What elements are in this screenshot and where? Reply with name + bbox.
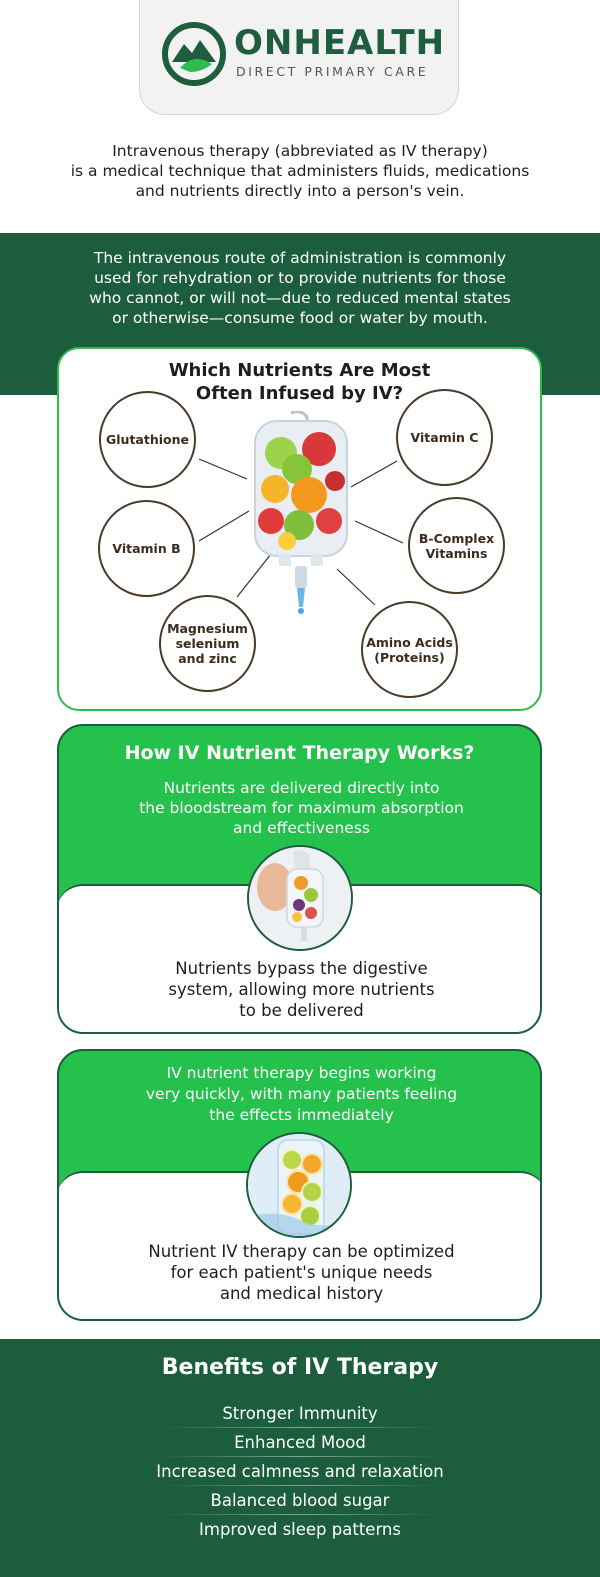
nutrient-label: selenium <box>175 636 240 651</box>
benefit-label: Improved sleep patterns <box>199 1520 401 1539</box>
nutrient-vitamin-c: Vitamin C <box>396 389 493 486</box>
intro-line: is a medical technique that administers … <box>70 162 530 180</box>
nutrients-title-line: Which Nutrients Are Most <box>168 360 431 381</box>
nutrient-label: Magnesium <box>167 621 248 636</box>
nutrient-magnesium: Magnesium selenium and zinc <box>159 595 256 692</box>
how-line: Nutrients are delivered directly into <box>163 779 440 797</box>
how-it-works-card: How IV Nutrient Therapy Works? Nutrients… <box>57 724 542 1034</box>
iv-bag-with-fruit-icon <box>254 411 348 614</box>
quick-line: the effects immediately <box>209 1106 394 1124</box>
logo-card: ONHEALTH DIRECT PRIMARY CARE <box>139 0 459 115</box>
benefit-item: Improved sleep patterns <box>0 1517 600 1546</box>
nutrients-title-line: Often Infused by IV? <box>195 383 404 404</box>
benefit-divider <box>160 1456 440 1457</box>
intro-text: Intravenous therapy (abbreviated as IV t… <box>40 141 560 201</box>
band-line: who cannot, or will not—due to reduced m… <box>89 289 511 307</box>
quick-bottom-line: for each patient's unique needs <box>170 1263 433 1282</box>
nutrient-glutathione: Glutathione <box>99 391 196 488</box>
band-text: The intravenous route of administration … <box>50 248 550 328</box>
nutrient-label: Vitamin C <box>410 430 479 445</box>
intro-line: Intravenous therapy (abbreviated as IV t… <box>112 142 488 160</box>
band-line: The intravenous route of administration … <box>93 249 507 267</box>
nutrient-b-complex: B-Complex Vitamins <box>408 497 505 594</box>
benefit-divider <box>160 1514 440 1515</box>
how-bottom-text: Nutrients bypass the digestive system, a… <box>79 958 524 1021</box>
how-bottom-line: Nutrients bypass the digestive <box>175 959 428 978</box>
gloved-hand-holding-iv-bag-icon <box>249 847 351 949</box>
nutrient-label: (Proteins) <box>374 649 445 665</box>
benefits-title: Benefits of IV Therapy <box>161 1355 439 1380</box>
nutrient-label: and zinc <box>178 651 237 666</box>
benefit-label: Increased calmness and relaxation <box>156 1462 444 1481</box>
band-line: or otherwise—consume food or water by mo… <box>112 309 488 327</box>
benefit-label: Stronger Immunity <box>222 1404 378 1423</box>
how-title: How IV Nutrient Therapy Works? <box>124 742 475 764</box>
quick-line: very quickly, with many patients feeling <box>145 1085 458 1103</box>
quick-bottom-line: and medical history <box>219 1284 384 1303</box>
connector-lines <box>198 458 404 606</box>
nutrient-label: B-Complex <box>418 530 495 546</box>
benefit-item: Enhanced Mood <box>0 1430 600 1459</box>
nutrient-vitamin-b: Vitamin B <box>98 500 195 597</box>
benefit-item: Increased calmness and relaxation <box>0 1459 600 1488</box>
nutrients-card: Which Nutrients Are Most Often Infused b… <box>57 347 542 711</box>
benefits-section: Benefits of IV Therapy Stronger Immunity… <box>0 1339 600 1577</box>
intro-line: and nutrients directly into a person's v… <box>135 182 465 200</box>
nutrient-label: Vitamins <box>425 545 488 561</box>
benefit-divider <box>160 1485 440 1486</box>
how-line: and effectiveness <box>233 819 370 837</box>
nutrients-title: Which Nutrients Are Most Often Infused b… <box>59 359 540 405</box>
onhealth-logo-icon <box>162 22 226 86</box>
benefit-item: Stronger Immunity <box>0 1401 600 1430</box>
benefits-list: Stronger Immunity Enhanced Mood Increase… <box>0 1401 600 1546</box>
benefit-divider <box>160 1427 440 1428</box>
how-bottom-line: system, allowing more nutrients <box>168 980 435 999</box>
quick-text: IV nutrient therapy begins working very … <box>79 1063 524 1126</box>
benefit-item: Balanced blood sugar <box>0 1488 600 1517</box>
quick-photo <box>246 1132 352 1238</box>
how-line: the bloodstream for maximum absorption <box>139 799 464 817</box>
quick-bottom-text: Nutrient IV therapy can be optimized for… <box>79 1241 524 1304</box>
how-bottom-line: to be delivered <box>239 1001 364 1020</box>
quick-effect-card: IV nutrient therapy begins working very … <box>57 1049 542 1321</box>
brand-name: ONHEALTH <box>234 23 446 63</box>
nutrient-label: Amino Acids <box>366 634 453 650</box>
nutrient-label: Vitamin B <box>112 541 181 556</box>
how-photo <box>247 845 353 951</box>
benefit-label: Balanced blood sugar <box>210 1491 390 1510</box>
brand-tagline: DIRECT PRIMARY CARE <box>236 64 429 79</box>
band-line: used for rehydration or to provide nutri… <box>94 269 506 287</box>
nutrient-label: Glutathione <box>106 432 189 447</box>
benefit-label: Enhanced Mood <box>234 1433 366 1452</box>
quick-line: IV nutrient therapy begins working <box>166 1064 437 1082</box>
how-text: Nutrients are delivered directly into th… <box>79 778 524 838</box>
citrus-slices-in-iv-bag-icon <box>248 1134 350 1236</box>
nutrient-amino-acids: Amino Acids (Proteins) <box>361 601 458 698</box>
quick-bottom-line: Nutrient IV therapy can be optimized <box>148 1242 455 1261</box>
